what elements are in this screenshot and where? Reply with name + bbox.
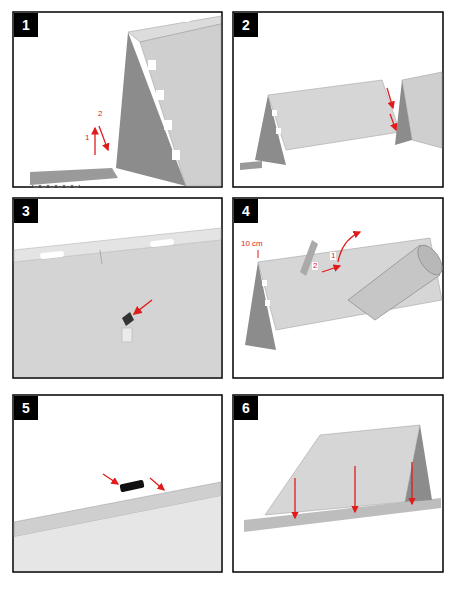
panel-frame — [13, 395, 222, 572]
step-number: 3 — [22, 203, 30, 219]
step-number-box: 6 — [234, 396, 258, 420]
panel-frame — [233, 395, 443, 572]
callout-number: 2 — [312, 262, 318, 270]
motion-arrow — [411, 462, 412, 504]
step-number-box: 5 — [14, 396, 38, 420]
motion-arrow — [354, 466, 355, 512]
pointer-arrow — [134, 300, 152, 314]
plate-detail — [14, 228, 221, 377]
ridge-parts — [240, 72, 442, 170]
callout-number: 2 — [97, 110, 103, 118]
panel-frame — [233, 12, 443, 187]
motion-arrow — [150, 478, 164, 490]
step-number: 6 — [242, 400, 250, 416]
motion-arrow — [99, 126, 108, 150]
callout-number: 1 — [330, 252, 336, 260]
step-number-box: 4 — [234, 199, 258, 223]
motion-arrow — [338, 232, 360, 262]
callout-number: 1 — [84, 134, 90, 142]
step-number-box: 2 — [234, 13, 258, 37]
motion-arrow — [103, 474, 118, 484]
step-number: 2 — [242, 17, 250, 33]
ridge-assembled — [244, 425, 441, 532]
motion-arrow — [94, 128, 95, 155]
ridge-part — [30, 16, 221, 188]
motion-arrow — [322, 266, 340, 272]
panel-frame — [13, 12, 222, 187]
dimension-label: 10 cm — [240, 240, 264, 248]
step-number: 4 — [242, 203, 250, 219]
ridge-roll — [245, 238, 447, 350]
motion-arrow — [387, 88, 393, 108]
motion-arrow — [294, 478, 295, 518]
leader-line — [258, 250, 259, 258]
step-number: 1 — [22, 17, 30, 33]
step-number-box: 3 — [14, 199, 38, 223]
panel-frame — [233, 198, 443, 378]
panel-frame — [13, 198, 222, 378]
step-number-box: 1 — [14, 13, 38, 37]
step-number: 5 — [22, 400, 30, 416]
strip-detail — [14, 480, 221, 571]
motion-arrow — [390, 114, 396, 130]
